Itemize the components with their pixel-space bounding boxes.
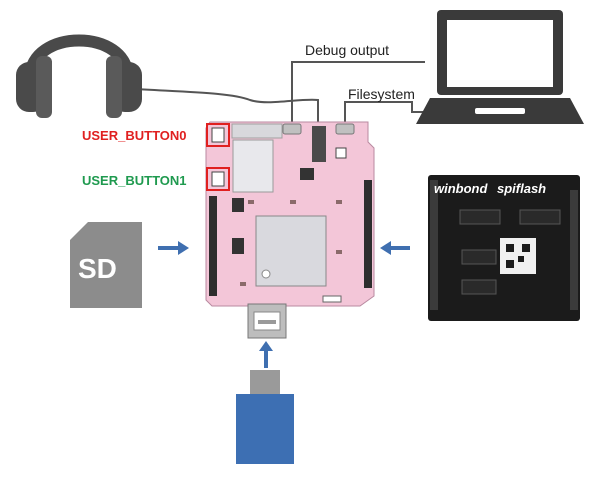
arrow-right-icon: [158, 241, 189, 255]
user-button0-label: USER_BUTTON0: [82, 128, 187, 143]
arrow-up-icon: [259, 341, 273, 368]
headphone-cable: [119, 87, 319, 125]
chip-pin1-marker: [261, 269, 271, 279]
laptop-icon: [416, 10, 584, 124]
main-board: [205, 121, 375, 339]
user-button1-highlight: [206, 167, 230, 191]
spiflash-logo-text: spiflash: [497, 181, 546, 196]
debug-output-label: Debug output: [305, 42, 389, 58]
headphone-icon: [16, 34, 142, 118]
arrows: [158, 241, 410, 368]
sd-card-label: SD: [78, 253, 117, 284]
user-button1-label: USER_BUTTON1: [82, 173, 187, 188]
filesystem-label: Filesystem: [348, 86, 415, 102]
user-button0-highlight: [206, 123, 230, 147]
winbond-logo-text: winbond: [434, 181, 488, 196]
sd-card-icon: SD: [70, 222, 142, 308]
debug-output-cable: [291, 61, 425, 125]
usb-stick-icon: [236, 370, 294, 464]
arrow-left-icon: [380, 241, 410, 255]
spiflash-board: winbond spiflash: [428, 175, 580, 321]
